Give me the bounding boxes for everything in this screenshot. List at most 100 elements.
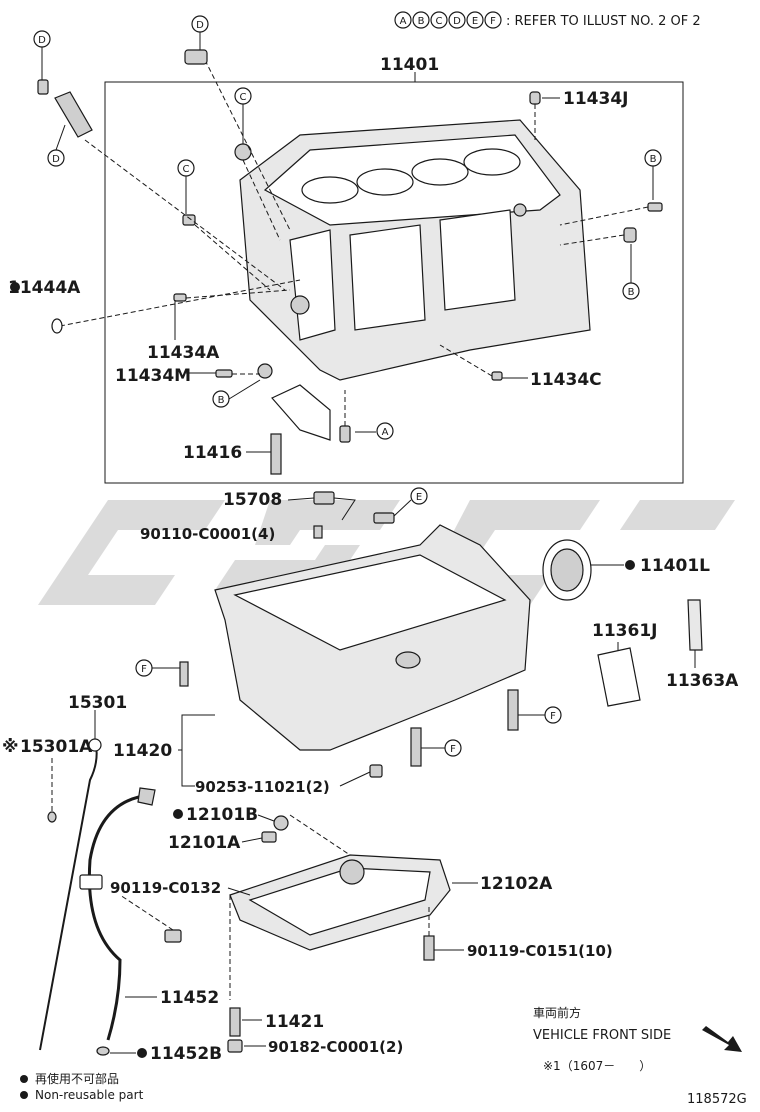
- label-11361J: 11361J: [592, 621, 657, 641]
- gasket-11361j: [597, 647, 641, 707]
- label-11363A: 11363A: [666, 671, 739, 691]
- stud-11421: [229, 1007, 241, 1037]
- bolt-90119b: [423, 935, 435, 961]
- label-15708: 15708: [223, 490, 282, 510]
- gasket-11444a: [51, 318, 63, 334]
- callouts-block: D D D C C B B B A: [33, 15, 662, 440]
- bearing-cap: [271, 384, 331, 441]
- pin-11434c: [491, 371, 503, 381]
- label-90253: 90253-11021(2): [195, 778, 330, 796]
- bolt-f3: [410, 727, 422, 767]
- sensor-15708: [313, 491, 335, 505]
- oring-11452b: [96, 1046, 110, 1056]
- bolt-11416: [270, 433, 282, 475]
- label-11401: 11401: [380, 55, 439, 75]
- legend-en: Non-reusable part: [35, 1088, 144, 1102]
- callouts-lower: E F F F: [135, 487, 562, 767]
- label-90182: 90182-C0001(2): [268, 1038, 403, 1056]
- sensor-d3: [54, 91, 93, 138]
- label-11452: 11452: [160, 988, 219, 1008]
- callout-d1: D: [196, 20, 204, 31]
- label-12101A: 12101A: [168, 833, 241, 853]
- nut-90182: [227, 1039, 243, 1053]
- label-11416: 11416: [183, 443, 242, 463]
- label-12101B: 12101B: [186, 805, 258, 825]
- callout-c2: C: [183, 164, 190, 175]
- bolt-90110: [313, 525, 323, 539]
- label-11401L: 11401L: [640, 556, 710, 576]
- sensor-d1: [184, 49, 208, 65]
- callout-b2: B: [628, 287, 635, 298]
- refer-text: : REFER TO ILLUST NO. 2 OF 2: [506, 14, 701, 29]
- plug-12101a: [261, 831, 277, 843]
- pin-b: [647, 202, 663, 212]
- plug-11434j: [529, 91, 541, 105]
- non-reusable-marker-11401l: [625, 560, 635, 570]
- bolt-e: [373, 512, 395, 524]
- label-11444A: 11444A: [8, 278, 81, 298]
- refer-note: A B C D E F : REFER TO ILLUST NO. 2 OF 2: [394, 11, 701, 29]
- label-90110: 90110-C0001(4): [140, 525, 275, 543]
- plug-b2: [623, 227, 637, 243]
- non-reusable-marker-11444a: [10, 282, 20, 292]
- plug-c2: [182, 214, 196, 226]
- callout-b1: B: [650, 154, 657, 165]
- non-reusable-marker-12101b: [173, 809, 183, 819]
- front-cjk: 車両前方: [533, 1005, 581, 1020]
- guide-bracket: [79, 874, 103, 890]
- ref-letter-d: D: [453, 16, 461, 27]
- ref-letter-a: A: [400, 16, 407, 27]
- non-reusable-marker-11452b: [137, 1048, 147, 1058]
- label-15301A: 15301A: [20, 737, 93, 757]
- date-range: ※1（1607－ ）: [543, 1059, 651, 1073]
- callout-e1: E: [416, 492, 422, 503]
- legend-bullet-icon-2: [20, 1091, 28, 1099]
- label-11434J: 11434J: [563, 89, 628, 109]
- legend-cjk: 再使用不可部品: [35, 1071, 119, 1086]
- label-15301: 15301: [68, 693, 127, 713]
- legend-bullet-icon: [20, 1075, 28, 1083]
- seal-15301a: [47, 811, 57, 823]
- callout-d2: D: [38, 35, 46, 46]
- bolt-f1: [179, 661, 189, 687]
- ref-letter-e: E: [472, 16, 478, 27]
- bolt-90119a: [164, 929, 182, 943]
- label-11421: 11421: [265, 1012, 324, 1032]
- pin-a: [339, 425, 351, 443]
- label-11452B: 11452B: [150, 1044, 222, 1064]
- callout-a1: A: [382, 427, 389, 438]
- label-11434C: 11434C: [530, 370, 602, 390]
- ref-letter-c: C: [436, 16, 443, 27]
- crankcase: [214, 491, 703, 778]
- seal-b: [257, 363, 273, 379]
- dipstick: [39, 710, 156, 1056]
- label-15301A-mark: ※: [2, 737, 19, 757]
- callout-f1: F: [141, 664, 147, 675]
- illustration-id: 118572G: [687, 1092, 747, 1107]
- front-arrow-icon: [702, 1026, 742, 1052]
- gasket-12101b: [273, 815, 289, 831]
- callout-c1: C: [240, 92, 247, 103]
- guide-top: [137, 787, 156, 806]
- pin-11434m: [215, 369, 233, 378]
- label-12102A: 12102A: [480, 874, 553, 894]
- callout-b3: B: [218, 395, 225, 406]
- pin-11434a: [173, 293, 187, 302]
- front-en: VEHICLE FRONT SIDE: [533, 1028, 671, 1043]
- callout-f3: F: [450, 744, 456, 755]
- block-small-parts: 11434J: [59, 59, 663, 475]
- label-11434M: 11434M: [115, 366, 191, 386]
- block-frame: [104, 81, 684, 484]
- callout-d3: D: [52, 154, 60, 165]
- ref-letter-b: B: [418, 16, 425, 27]
- callout-f2: F: [550, 711, 556, 722]
- bolt-d2: [37, 79, 49, 95]
- label-11434A: 11434A: [147, 343, 220, 363]
- label-90119b: 90119-C0151(10): [467, 942, 613, 960]
- plug-90253: [369, 764, 383, 778]
- cylinder-block: [239, 119, 591, 381]
- seal-11363a: [687, 599, 703, 651]
- label-90119a: 90119-C0132: [110, 879, 221, 897]
- bolt-f2: [507, 689, 519, 731]
